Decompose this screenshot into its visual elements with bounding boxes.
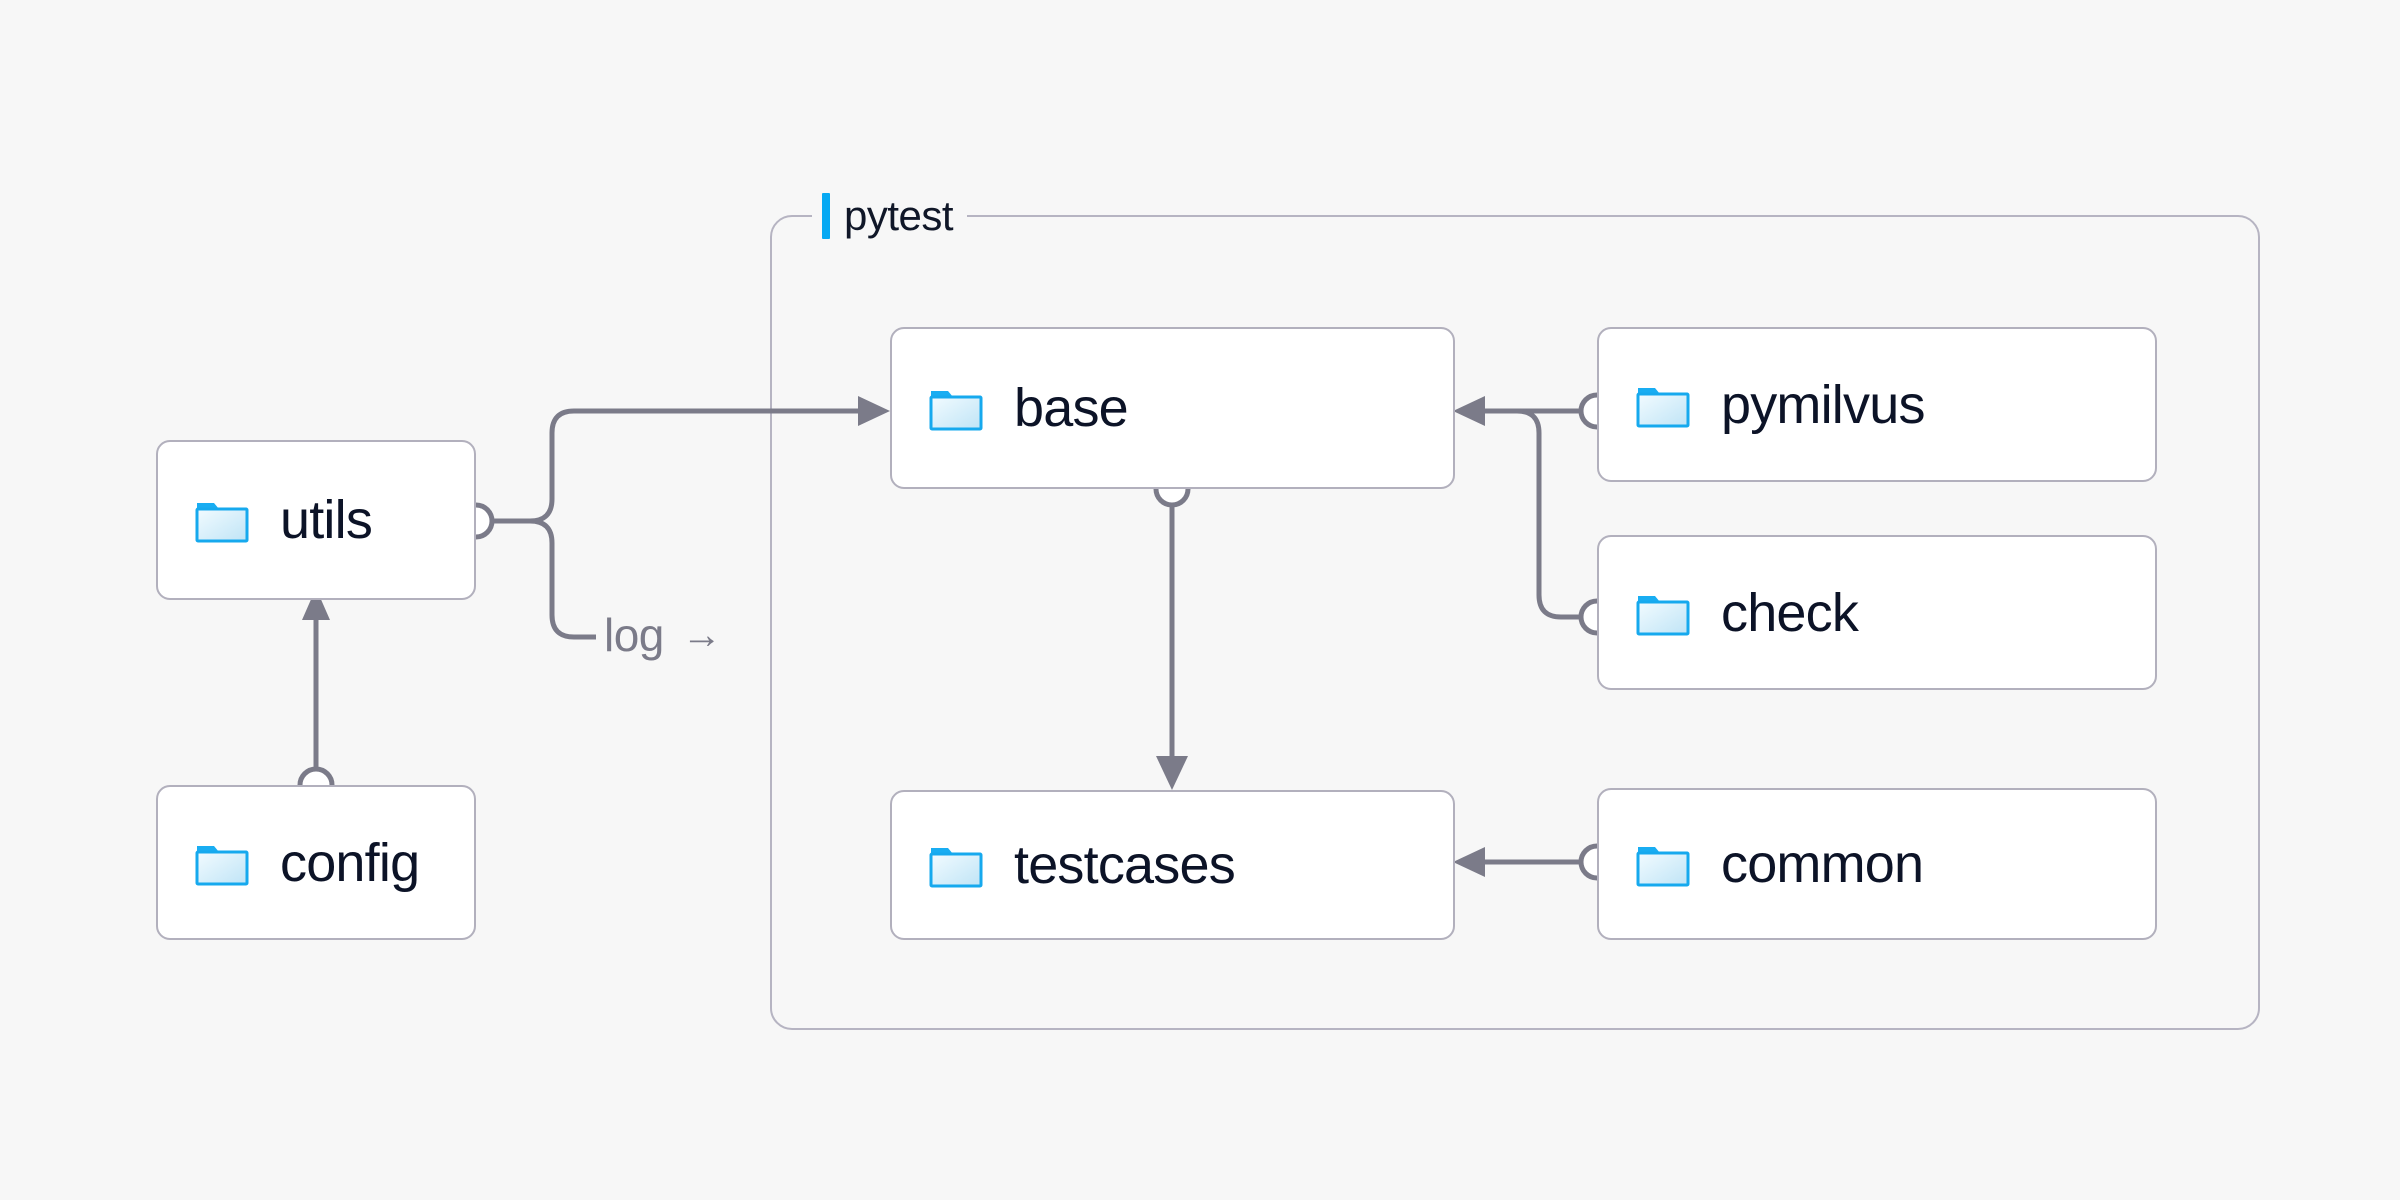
node-label-testcases: testcases	[1014, 835, 1236, 895]
folder-icon	[195, 845, 249, 885]
folder-icon	[929, 391, 983, 431]
group-label-pytest: pytest	[812, 190, 968, 242]
node-config[interactable]: config	[156, 785, 476, 940]
node-label-config: config	[280, 832, 420, 893]
folder-icon	[1636, 595, 1690, 635]
arrow-right-icon: →	[681, 613, 722, 657]
edge-config-to-utils	[297, 588, 335, 804]
group-container-pytest[interactable]	[770, 215, 2260, 1030]
node-label-common: common	[1721, 834, 1924, 894]
node-utils[interactable]: utils	[156, 440, 476, 600]
node-label-utils: utils	[280, 490, 373, 550]
edge-label-log-text: log	[604, 609, 664, 661]
node-check[interactable]: check	[1597, 535, 2157, 690]
folder-icon	[1636, 847, 1690, 887]
group-accent-bar	[822, 193, 830, 239]
folder-icon	[929, 848, 983, 888]
node-base[interactable]: base	[890, 327, 1455, 489]
node-label-check: check	[1721, 582, 1859, 643]
folder-icon	[195, 503, 249, 543]
node-label-pymilvus: pymilvus	[1721, 374, 1925, 435]
node-testcases[interactable]: testcases	[890, 790, 1455, 940]
node-label-base: base	[1014, 378, 1129, 438]
group-label-text: pytest	[844, 192, 954, 239]
folder-icon	[1636, 387, 1690, 427]
node-pymilvus[interactable]: pymilvus	[1597, 327, 2157, 482]
node-common[interactable]: common	[1597, 788, 2157, 940]
edge-label-log: log →	[604, 608, 722, 662]
